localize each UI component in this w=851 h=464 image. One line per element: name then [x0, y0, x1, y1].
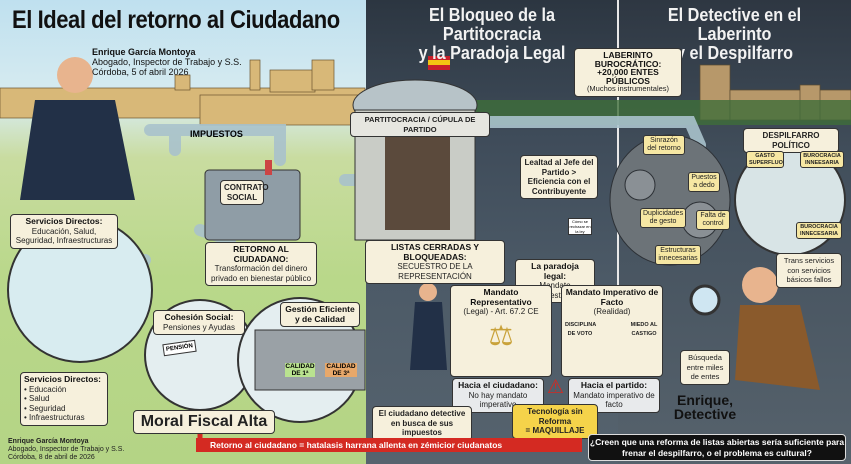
warning-icon: ⚠ — [547, 377, 565, 398]
gestion-title: Gestión Eficiente y de Calidad — [285, 304, 355, 324]
laberinto-title: LABERINTO BUROCRÁTICO: — [594, 50, 662, 69]
callout-despilfarro: DESPILFARRO POLÍTICO — [743, 128, 839, 153]
mandato-rep-foot-text: No hay mandato imperativo — [468, 390, 528, 410]
caption-ciudadano-detective: El ciudadano detective en busca de sus i… — [372, 406, 472, 441]
label-contrato-social: CONTRATO SOCIAL — [220, 180, 269, 205]
service-item: • Educación — [24, 384, 67, 394]
label-impuestos: IMPUESTOS — [190, 129, 243, 139]
bottom-red-banner: Retorno al ciudadano = hatalasis harrana… — [196, 438, 582, 452]
service-item: • Seguridad — [24, 403, 66, 413]
servicios-text: Educación, Salud, Seguridad, Infraestruc… — [15, 226, 113, 246]
figure-detective — [689, 267, 820, 390]
figure-enrique — [20, 57, 135, 200]
protest-sign: Cómo se rechazar en la ley — [568, 218, 592, 235]
tag-gasto: GASTO SUPERFLUO — [746, 151, 784, 168]
retorno-text: Transformación del dinero privado en bie… — [210, 264, 312, 283]
service-item: • Salud — [24, 394, 50, 403]
tag-burocracia-2: BUROCRACIA INNECESARIA — [796, 222, 842, 239]
author-role: Abogado, Inspector de Trabajo y S.S. — [92, 57, 242, 67]
callout-laberinto: LABERINTO BUROCRÁTICO:+20,000 ENTES PÚBL… — [574, 48, 682, 97]
callout-listas: LISTAS CERRADAS Y BLOQUEADAS:SECUESTRO D… — [365, 240, 505, 284]
paradoja-text: Mandato secuestrado — [533, 281, 577, 300]
retorno-title: RETORNO AL CIUDADANO: — [233, 244, 289, 264]
footer-author: Enrique García Montoya Abogado, Inspecto… — [8, 438, 124, 462]
moral-fiscal-alta: Moral Fiscal Alta — [133, 410, 275, 434]
label-calidad-1: CALIDAD DE 1ª — [285, 363, 315, 377]
laberinto-count: +20,000 ENTES PÚBLICOS — [597, 67, 659, 86]
mandato-rep-foot-title: Hacia el ciudadano: — [458, 380, 538, 390]
card-mandato-imperativo: Mandato Imperativo de Facto(Realidad) DI… — [561, 285, 663, 377]
tag-miedo: MIEDO AL CASTIGO — [630, 321, 658, 338]
callout-trans-servicios: Trans servicios con servicios básicos fa… — [776, 253, 842, 288]
factory — [254, 329, 366, 391]
tag-puestos: Puestos a dedo — [688, 172, 720, 192]
closing-question: ¿Creen que una reforma de listas abierta… — [588, 434, 846, 461]
party-dome — [352, 56, 478, 241]
listas-title: LISTAS CERRADAS Y BLOQUEADAS: — [390, 242, 479, 262]
panel-divider — [617, 0, 619, 300]
cohesion-title: Cohesión Social: — [164, 312, 234, 322]
paradoja-title: La paradoja legal: — [531, 261, 579, 281]
footer-author-name: Enrique García Montoya — [8, 438, 89, 445]
mandato-rep-title: Mandato Representativo — [470, 287, 532, 307]
footer-author-role: Abogado, Inspector de Trabajo y S.S. — [8, 446, 125, 453]
footer-author-date: Córdoba, 8 de abril de 2026 — [8, 454, 95, 461]
dome-label: PARTITOCRACIA / CÚPULA DE PARTIDO — [350, 112, 490, 137]
mandato-imp-foot: Hacia el partido:Mandato imperativo de f… — [568, 378, 660, 413]
listas-text: SECUESTRO DE LA REPRESENTACIÓN — [397, 262, 473, 281]
panel-title-left: El Ideal del retorno al Ciudadano — [12, 6, 340, 34]
callout-servicios-top: Servicios Directos:Educación, Salud, Seg… — [10, 214, 118, 249]
callout-gestion: Gestión Eficiente y de Calidad — [280, 302, 360, 327]
tecnologia-line1: Tecnología sin Reforma — [527, 407, 583, 426]
detective-name: Enrique, Detective — [673, 392, 737, 422]
callout-tecnologia: Tecnología sin Reforma= MAQUILLAJE — [512, 404, 598, 439]
cohesion-text: Pensiones y Ayudas — [163, 322, 235, 332]
title-middle-2: y la Paradoja Legal — [418, 43, 566, 63]
tag-burocracia-1: BUROCRACIA INNEESARIA — [800, 151, 844, 168]
callout-retorno: RETORNO AL CIUDADANO:Transformación del … — [205, 242, 317, 286]
tecnologia-line2: = MAQUILLAJE — [525, 426, 585, 435]
tag-sinrazon: Sinrazón del retorno — [643, 135, 685, 155]
title-right-1: El Detective en el Laberinto — [667, 5, 802, 44]
laberinto-note: (Muchos instrumentales) — [586, 84, 670, 93]
figure-citizen — [410, 283, 447, 370]
servicios-list-title: Servicios Directos: — [24, 374, 102, 384]
servicios-title: Servicios Directos: — [25, 216, 103, 226]
author-block: Enrique García Montoya Abogado, Inspecto… — [92, 47, 242, 77]
author-date: Córdoba, 5 of abril 2026 — [92, 67, 189, 77]
mandato-imp-sub: (Realidad) — [593, 307, 631, 316]
mandato-imp-foot-text: Mandato imperativo de facto — [573, 390, 655, 410]
callout-lealtad: Lealtad al Jefe del Partido > Eficiencia… — [520, 155, 598, 199]
card-mandato-representativo: Mandato Representativo(Legal) - Art. 67.… — [450, 285, 552, 377]
tag-disciplina: DISCIPLINA DE VOTO — [565, 321, 597, 338]
mandato-rep-sub: (Legal) - Art. 67.2 CE — [463, 307, 539, 316]
mandato-imp-title: Mandato Imperativo de Facto — [565, 287, 659, 307]
service-item: • Infraestructuras — [24, 413, 85, 422]
title-right-2: y el Despilfarro — [675, 43, 794, 63]
tag-duplicidades: Duplicidades de gesto — [640, 208, 686, 228]
callout-cohesion: Cohesión Social:Pensiones y Ayudas — [153, 310, 245, 335]
callout-busqueda: Búsqueda entre miles de entes — [680, 350, 730, 385]
title-middle-1: El Bloqueo de la Partitocracia — [428, 5, 556, 44]
tag-estructuras: Estructuras innecesarias — [655, 245, 701, 265]
scale-icon: ⚖ — [488, 319, 514, 351]
mandato-imp-foot-title: Hacia el partido: — [580, 380, 648, 390]
tag-falta-control: Falta de control — [696, 210, 730, 230]
label-calidad-3: CALIDAD DE 3ª — [325, 363, 357, 377]
author-name: Enrique García Montoya — [92, 47, 196, 57]
callout-servicios-list: Servicios Directos: • Educación• Salud• … — [20, 372, 108, 426]
